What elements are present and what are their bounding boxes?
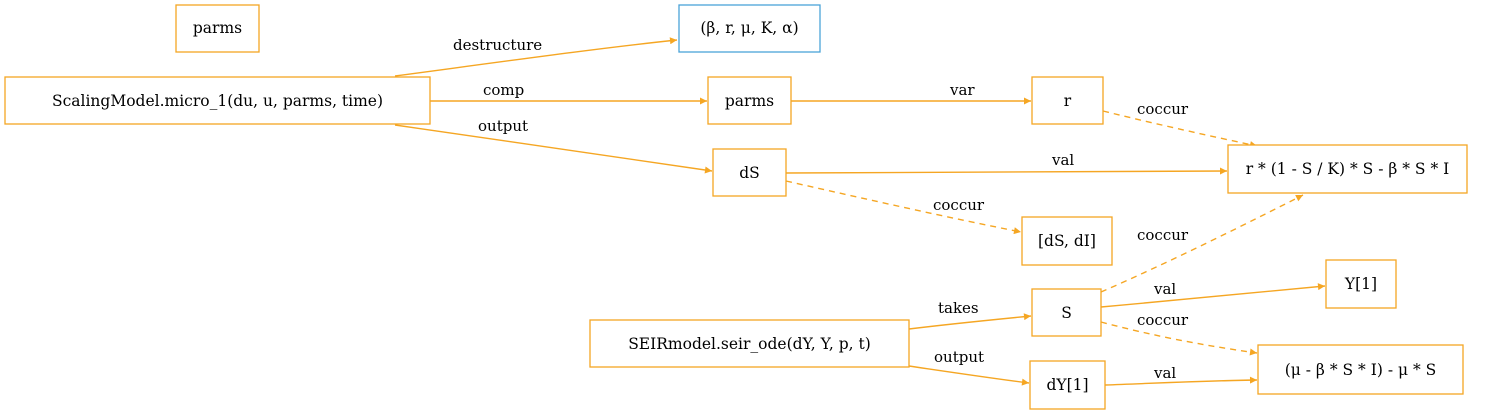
- edge-coccur-ds: [785, 180, 1022, 235]
- node-parms-mid[interactable]: parms: [707, 76, 792, 125]
- edge-takes: [908, 313, 1032, 330]
- edge-output-seir: [908, 365, 1030, 386]
- edge-label-var: var: [949, 81, 975, 99]
- edge-label-output-seir: output: [934, 348, 984, 366]
- edge-label-takes: takes: [938, 299, 979, 317]
- edge-coccur-s-rhs1: [1100, 194, 1304, 293]
- node-label: SEIRmodel.seir_ode(dY, Y, p, t): [628, 335, 871, 353]
- edge-label-output-micro: output: [478, 117, 528, 135]
- edge-label-coccur-ds: coccur: [933, 196, 985, 214]
- node-label: ScalingModel.micro_1(du, u, parms, time): [52, 92, 383, 110]
- edge-label-coccur-s-rhs1: coccur: [1137, 226, 1189, 244]
- edge-val-ds: [785, 167, 1228, 175]
- edge-label-comp: comp: [483, 81, 524, 99]
- node-seir-function[interactable]: SEIRmodel.seir_ode(dY, Y, p, t): [589, 319, 910, 368]
- node-ds[interactable]: dS: [712, 148, 787, 197]
- node-dy1[interactable]: dY[1]: [1029, 360, 1106, 410]
- node-micro1-function[interactable]: ScalingModel.micro_1(du, u, parms, time): [4, 76, 431, 125]
- edges: destructure comp output var coccur val c…: [394, 36, 1326, 386]
- node-ds-di[interactable]: [dS, dI]: [1021, 216, 1113, 266]
- edge-coccur-r: [1102, 110, 1258, 148]
- node-label: [dS, dI]: [1038, 232, 1096, 250]
- edge-output-micro: [394, 124, 713, 174]
- node-label: (β, r, μ, K, α): [700, 19, 798, 37]
- node-rhs1[interactable]: r * (1 - S / K) * S - β * S * I: [1227, 144, 1468, 194]
- node-label: dS: [739, 164, 760, 182]
- edge-label-val-dy1: val: [1153, 364, 1176, 382]
- node-label: (μ - β * S * I) - μ * S: [1285, 361, 1437, 379]
- edge-label-destructure: destructure: [453, 36, 542, 54]
- node-s[interactable]: S: [1031, 288, 1102, 337]
- node-label: r: [1064, 92, 1072, 110]
- node-parms-top[interactable]: parms: [175, 4, 260, 53]
- node-label: parms: [725, 92, 774, 110]
- node-params-tuple[interactable]: (β, r, μ, K, α): [678, 4, 821, 53]
- edge-val-s: [1100, 283, 1326, 308]
- node-rhs2[interactable]: (μ - β * S * I) - μ * S: [1257, 344, 1464, 395]
- node-y1[interactable]: Y[1]: [1325, 259, 1397, 309]
- edge-val-dy1: [1104, 376, 1258, 386]
- edge-destructure: [394, 37, 678, 77]
- node-r[interactable]: r: [1031, 76, 1104, 125]
- node-label: S: [1061, 304, 1072, 322]
- edge-label-val-ds: val: [1051, 151, 1074, 169]
- node-label: dY[1]: [1046, 376, 1088, 394]
- node-label: r * (1 - S / K) * S - β * S * I: [1246, 160, 1450, 178]
- node-label: parms: [193, 19, 242, 37]
- edge-label-val-s: val: [1153, 280, 1176, 298]
- node-label: Y[1]: [1344, 275, 1377, 293]
- edge-label-coccur-s-rhs2: coccur: [1137, 311, 1189, 329]
- nodes: parms (β, r, μ, K, α) ScalingModel.micro…: [4, 4, 1468, 410]
- edge-label-coccur-r: coccur: [1137, 100, 1189, 118]
- edge-coccur-s-rhs2: [1100, 321, 1258, 356]
